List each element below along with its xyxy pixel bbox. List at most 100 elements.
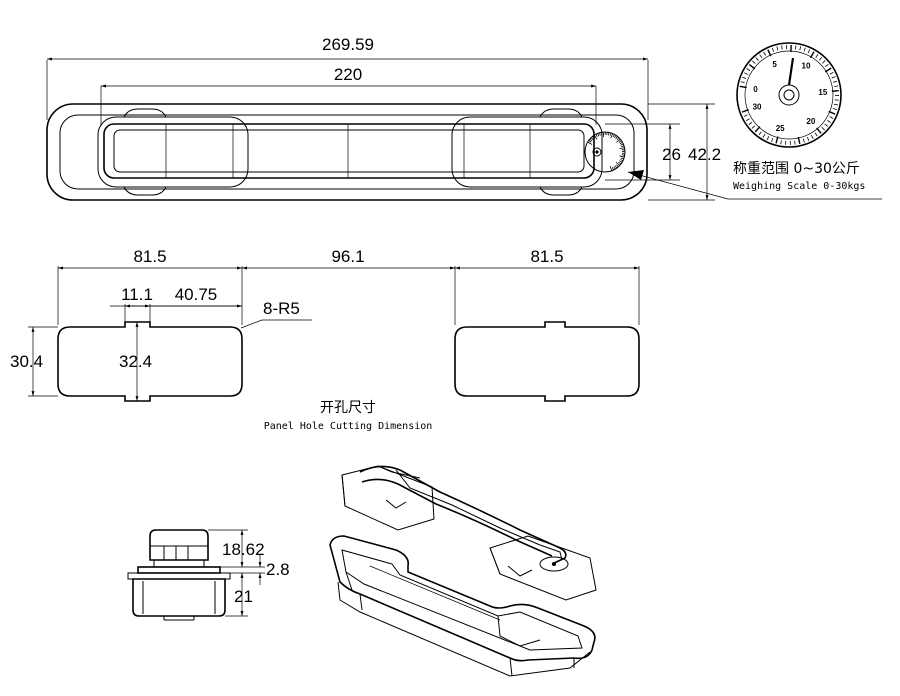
dial-tick [745, 118, 750, 122]
dial-tick [803, 47, 806, 52]
dial-tick [816, 127, 822, 134]
small-dial-tick [619, 160, 623, 163]
small-dial-tick [597, 133, 600, 137]
cutout-title-en: Panel Hole Cutting Dimension [264, 421, 433, 432]
dial-tick [833, 80, 838, 83]
dial-tick [802, 138, 805, 143]
scale-label-cn: 称重范围 0~30公斤 [733, 160, 860, 177]
dial-tick [755, 57, 759, 61]
small-dial-tick [607, 132, 610, 136]
dial-tick [829, 116, 834, 119]
dim-half-width: 40.75 [175, 285, 218, 304]
dial-tick [763, 51, 766, 56]
small-dial-tick [590, 137, 594, 140]
dim-flange: 2.8 [266, 560, 290, 579]
iso-base-tray [329, 535, 596, 677]
dial-tick [762, 134, 766, 138]
dial-tick [739, 85, 747, 89]
small-dial-tick [615, 161, 621, 166]
side-view: 18.62 2.8 21 [127, 529, 290, 621]
dim-top: 18.62 [222, 540, 265, 559]
dial-number: 5 [772, 60, 777, 69]
dial-tick [806, 137, 810, 142]
dial-tick [775, 136, 779, 144]
dim-height-outer: 42.2 [688, 145, 721, 164]
dial-hub [778, 84, 800, 106]
small-dial-tick [612, 134, 615, 138]
small-dial-tick [618, 140, 622, 143]
dim-height-outer: 30.4 [10, 352, 43, 371]
small-dial-tick [619, 155, 625, 158]
dial-tick [827, 120, 831, 123]
small-dial-tick [616, 164, 619, 168]
dial-tick [832, 108, 837, 111]
iso-handle-assembly [341, 465, 597, 601]
cutout-title-cn: 开孔尺寸 [320, 400, 376, 416]
dial-tick [742, 76, 747, 79]
dial-tick [825, 63, 829, 67]
small-dial-tick [589, 138, 593, 142]
dial-number: 10 [802, 62, 811, 71]
dim-handle-span: 220 [334, 65, 362, 84]
dial-tick [824, 67, 832, 73]
grip-bar [103, 123, 595, 179]
dial-tick [771, 47, 775, 52]
dim-left-width: 81.5 [133, 247, 166, 266]
dial-tick [831, 89, 839, 92]
dial-tick [814, 132, 818, 137]
small-dial-tick [610, 133, 614, 139]
small-dial-tick [620, 159, 624, 162]
dial-tick [758, 131, 762, 136]
small-dial-tick [620, 157, 624, 160]
small-dial-tick [614, 165, 618, 169]
dial-tick [776, 46, 779, 51]
handle-pod-right [451, 116, 603, 188]
dial-tick [781, 45, 783, 50]
isometric-exploded-view [329, 465, 597, 677]
dim-overall-length: 269.59 [322, 35, 374, 54]
dial-number: 25 [776, 124, 785, 133]
dial-tick [771, 137, 774, 142]
dim-corner-radius: 8-R5 [263, 299, 300, 318]
dim-notch-width: 11.1 [121, 285, 153, 304]
dial-tick [799, 46, 802, 51]
dial-tick [833, 103, 839, 106]
grip-bar-inner [113, 129, 585, 173]
dial-tick [818, 57, 823, 61]
small-dial-tick [592, 135, 595, 139]
dial-number: 20 [806, 117, 815, 126]
dial-number: 0 [753, 85, 758, 94]
small-dial-tick [616, 138, 621, 143]
panel-cutout-view: 81.5 96.1 81.5 11.1 40.75 8-R5 30.4 32.4… [10, 247, 640, 432]
dial-tick [780, 140, 782, 145]
small-dial-tick [609, 132, 612, 136]
dial-tick [822, 60, 826, 64]
dial-needle [787, 57, 795, 86]
dim-body: 21 [234, 587, 253, 606]
small-dial-tick [600, 132, 603, 136]
small-dial-tick [593, 134, 598, 140]
dim-height-inner: 26 [662, 145, 681, 164]
dim-height-inner: 32.4 [119, 352, 152, 371]
small-dial-tick [588, 140, 592, 143]
small-dial-tick [614, 135, 617, 139]
small-dial-tick [615, 136, 618, 140]
small-dial-tick [609, 165, 613, 171]
dial-tick [748, 122, 753, 126]
side-flange [137, 566, 221, 574]
small-dial-tick [616, 137, 620, 141]
dial-tick [748, 64, 756, 70]
dial-tick [809, 51, 815, 59]
dial-tick [743, 114, 748, 117]
dial-tick [807, 49, 811, 54]
dial-tick [834, 85, 839, 88]
dial-tick [829, 71, 834, 75]
small-dial-tick [619, 141, 623, 145]
dial-tick [766, 136, 770, 141]
dial-number: 15 [818, 88, 827, 97]
side-cap [149, 529, 209, 561]
dial-tick [751, 125, 756, 129]
small-dial-tick [587, 141, 593, 145]
dial-outer-ring [736, 42, 842, 148]
